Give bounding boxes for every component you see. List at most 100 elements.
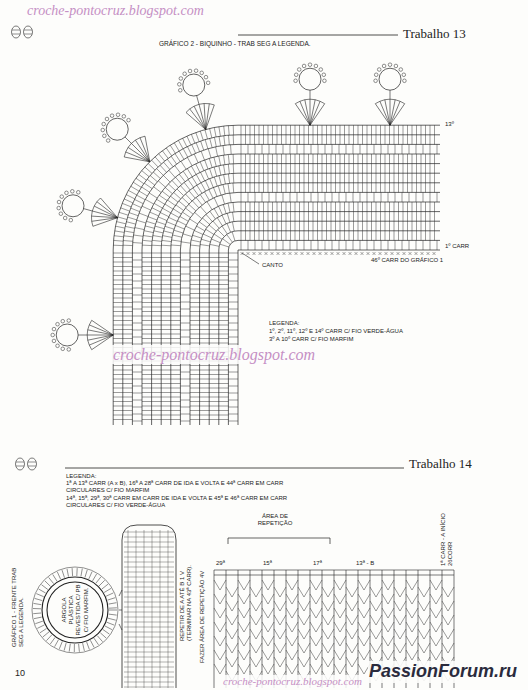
chain-dot <box>183 72 187 76</box>
chain-dot <box>377 68 381 72</box>
repeat-panel <box>122 525 176 688</box>
picot-ring <box>183 74 205 96</box>
legend-line: 1ª A 13ª CARR (A x B), 16ª A 28ª CARR DE… <box>65 480 312 494</box>
row-number: 15ª <box>262 560 273 567</box>
chain-dot <box>322 73 326 77</box>
foundation-chain <box>241 252 436 255</box>
chain-dot <box>116 113 120 117</box>
chain-dot <box>76 190 80 194</box>
picot-fan <box>84 198 118 226</box>
chain-dot <box>69 218 73 222</box>
legend-line: 3º A 10º CARR C/ FIO MARFIM <box>268 336 354 343</box>
ring-note: ARGOLA PLÁSTICA REVESTIDA C/ PB C/ FIO M… <box>61 584 90 636</box>
chain-dot <box>71 190 75 194</box>
watermark: croche-pontocruz.blogspot.com <box>112 345 316 364</box>
picot-dots <box>178 69 210 92</box>
picot-ring <box>62 195 84 217</box>
chain-dot <box>59 212 63 216</box>
picot-dots <box>51 319 71 351</box>
legend-heading: LEGENDA: <box>268 320 300 327</box>
chain-dot <box>394 64 398 68</box>
chain-dot <box>51 333 55 337</box>
chain-dot <box>399 68 403 72</box>
legend-line: 14ª, 15ª, 29ª, 30ª CARR EM CARR DE IDA E… <box>65 495 312 509</box>
chain-dot <box>374 73 378 77</box>
watermark: PassionForum.ru <box>368 661 518 683</box>
chart-title: GRÁFICO 2 - BIQUINHO - TRAB SEG A LEGEND… <box>158 40 312 48</box>
picot-ring <box>379 68 401 90</box>
crochet-icon <box>12 26 33 38</box>
chain-dot <box>67 348 71 352</box>
chain-dot <box>294 79 298 83</box>
picot-dots <box>374 63 406 83</box>
row-number: 1º CARR <box>444 243 470 250</box>
chain-dot <box>102 122 106 126</box>
chain-dot <box>61 319 65 323</box>
chain-dot <box>57 200 61 204</box>
stitch-marks <box>113 125 437 421</box>
chain-dot <box>127 118 131 122</box>
picot-fan <box>295 90 324 125</box>
crochet-icon <box>16 458 37 470</box>
stitch-rows <box>113 125 440 425</box>
joining-stitches <box>119 590 122 630</box>
chain-dot <box>52 327 56 331</box>
chain-dot <box>57 206 61 210</box>
chain-dot <box>402 73 406 77</box>
picot-fan <box>375 90 404 125</box>
chain-dot <box>323 79 327 83</box>
crochet-icon-part <box>12 30 20 34</box>
picot-dots <box>294 63 326 83</box>
row-note: 46º CARR DO GRÁFICO 1 <box>370 257 444 264</box>
chain-dot <box>106 139 110 143</box>
picot-fan <box>124 136 150 162</box>
watermark: croche-pontocruz.blogspot.com <box>222 675 363 688</box>
ring-circle <box>47 582 103 638</box>
chain-dot <box>297 68 301 72</box>
picot-dots <box>57 190 80 222</box>
chain-dot <box>61 347 65 351</box>
section-heading: Trabalho 14 <box>408 456 473 472</box>
chain-dot <box>178 83 182 87</box>
chain-dot <box>314 64 318 68</box>
row-number: 29ª <box>215 560 226 567</box>
page-number: 10 <box>14 668 26 679</box>
section-heading: Trabalho 13 <box>402 26 467 42</box>
crochet-icon-part <box>28 458 37 470</box>
chain-dot <box>67 319 71 323</box>
repeat-note: REPETIR DE A ATÉ B 1 V (TERMINAR NA 43ª … <box>179 540 193 642</box>
chain-dot <box>302 64 306 68</box>
header-rule <box>65 468 404 469</box>
crochet-icon-part <box>16 462 24 466</box>
chain-dot <box>103 134 107 138</box>
ring-circle <box>42 577 108 643</box>
crochet-icon-part <box>12 26 21 38</box>
picot-fan <box>78 320 113 349</box>
chain-dot <box>204 75 208 79</box>
row-number: 13ª - B <box>355 560 375 567</box>
chain-dot <box>60 195 64 199</box>
corner-label: CANTO <box>261 262 284 269</box>
chain-dot <box>403 79 407 83</box>
chain-dot <box>178 88 182 92</box>
start-note: 1ª CARR - A INÍCIO 26CORR <box>440 507 454 567</box>
watermark: croche-pontocruz.blogspot.com <box>26 3 205 20</box>
chain-dot <box>388 63 392 67</box>
panel-stitches <box>124 530 174 688</box>
plastic-ring: ARGOLA PLÁSTICA REVESTIDA C/ PB C/ FIO M… <box>31 566 119 654</box>
chain-dot <box>294 73 298 77</box>
chain-dot <box>105 117 109 121</box>
crochet-icon-part <box>24 26 33 38</box>
leader-line <box>242 253 259 264</box>
picot-ring <box>106 118 128 140</box>
picot-ring <box>56 324 78 346</box>
chain-dot <box>188 69 192 73</box>
chain-dot <box>179 77 183 81</box>
repeat-bracket <box>228 538 330 544</box>
chain-dot <box>56 322 60 326</box>
chain-dot <box>65 191 69 195</box>
chain-dot <box>308 63 312 67</box>
crochet-icon-part <box>16 458 25 470</box>
crochet-icon-part <box>24 30 32 34</box>
